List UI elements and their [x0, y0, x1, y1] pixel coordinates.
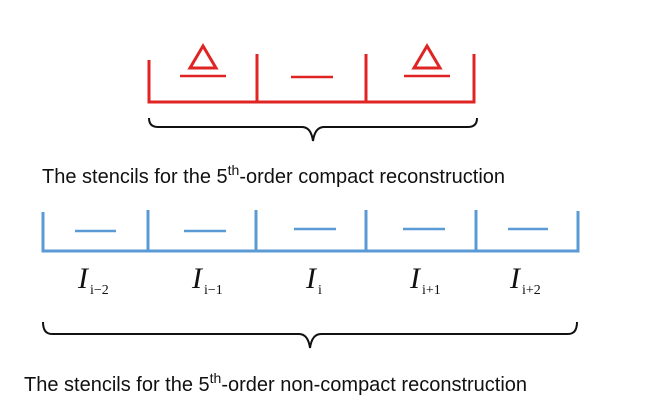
compact-cell-1-marker — [180, 43, 226, 78]
noncompact-brace — [42, 321, 578, 349]
delta-icon — [411, 43, 443, 70]
noncompact-stencil — [41, 210, 580, 253]
noncompact-stencil-frame — [41, 211, 580, 253]
compact-caption: The stencils for the 5th-order compact r… — [42, 162, 505, 188]
delta-icon — [187, 43, 219, 70]
caption-superscript: th — [228, 162, 240, 178]
compact-cell-3-marker — [404, 43, 450, 78]
caption-superscript: th — [210, 370, 222, 386]
compact-brace — [148, 117, 478, 142]
compact-stencil-frame — [147, 54, 476, 104]
compact-stencil — [147, 43, 476, 104]
noncompact-caption: The stencils for the 5th-order non-compa… — [24, 370, 527, 396]
